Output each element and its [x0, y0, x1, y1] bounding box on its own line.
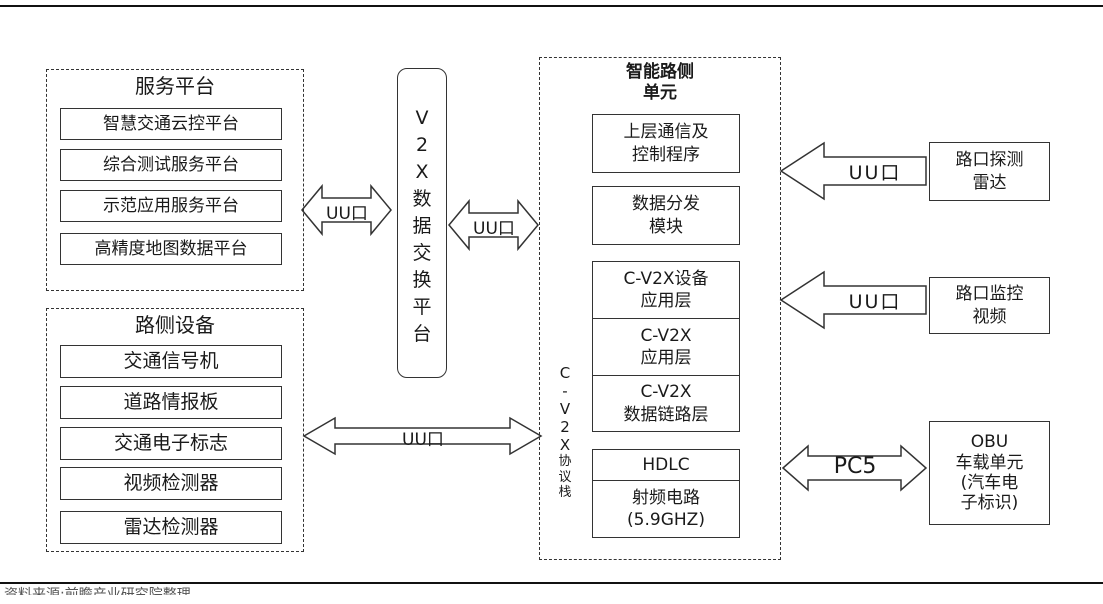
cv2x-datalink-layer: C-V2X 数据链路层	[592, 375, 740, 432]
service-platform-group	[46, 69, 304, 291]
roadside-device-item: 交通电子标志	[60, 427, 282, 460]
service-platform-item: 示范应用服务平台	[60, 190, 282, 222]
uu-label-service: UU口	[326, 204, 368, 224]
service-platform-item: 智慧交通云控平台	[60, 108, 282, 140]
roadside-devices-group	[46, 308, 304, 552]
service-platform-title: 服务平台	[135, 74, 215, 98]
bottom-rule	[0, 582, 1103, 584]
footer-source-text: 资料来源:前瞻产业研究院整理	[4, 587, 191, 603]
cv2x-app-layer: C-V2X 应用层	[592, 318, 740, 376]
connector-arrows	[301, 141, 928, 492]
hdlc-box: HDLC	[592, 449, 740, 481]
uu-arrow-service	[301, 183, 392, 237]
v2x-exchange-platform	[397, 68, 447, 378]
intersection-radar-box: 路口探测 雷达	[929, 142, 1050, 201]
pc5-arrow	[781, 444, 928, 492]
roadside-device-item: 道路情报板	[60, 386, 282, 419]
roadside-device-item: 视频检测器	[60, 467, 282, 500]
uu-arrow-camera	[779, 270, 927, 330]
rf-circuit-box: 射频电路 (5.9GHZ)	[592, 480, 740, 538]
roadside-device-item: 交通信号机	[60, 345, 282, 378]
uu-arrow-radar	[779, 141, 927, 201]
uu-label-roadside: UU口	[402, 430, 444, 450]
rsu-title: 智能路侧 单元	[626, 62, 694, 104]
service-platform-item: 综合测试服务平台	[60, 149, 282, 181]
uu-label-radar: UU口	[848, 162, 902, 184]
intersection-camera-box: 路口监控 视频	[929, 277, 1050, 334]
cv2x-device-app-layer: C-V2X设备 应用层	[592, 261, 740, 319]
roadside-devices-title: 路侧设备	[135, 313, 215, 337]
pc5-label: PC5	[833, 454, 877, 479]
upper-comm-control-box: 上层通信及 控制程序	[592, 114, 740, 173]
top-rule	[0, 5, 1103, 7]
service-platform-item: 高精度地图数据平台	[60, 233, 282, 265]
uu-label-rsu: UU口	[473, 219, 515, 239]
rsu-group	[539, 57, 781, 560]
roadside-device-item: 雷达检测器	[60, 511, 282, 544]
uu-arrow-roadside	[302, 416, 543, 456]
data-distribution-box: 数据分发 模块	[592, 186, 740, 245]
uu-label-camera: UU口	[848, 291, 902, 313]
obu-box: OBU 车载单元 (汽车电 子标识)	[929, 421, 1050, 525]
uu-arrow-rsu	[448, 198, 539, 252]
